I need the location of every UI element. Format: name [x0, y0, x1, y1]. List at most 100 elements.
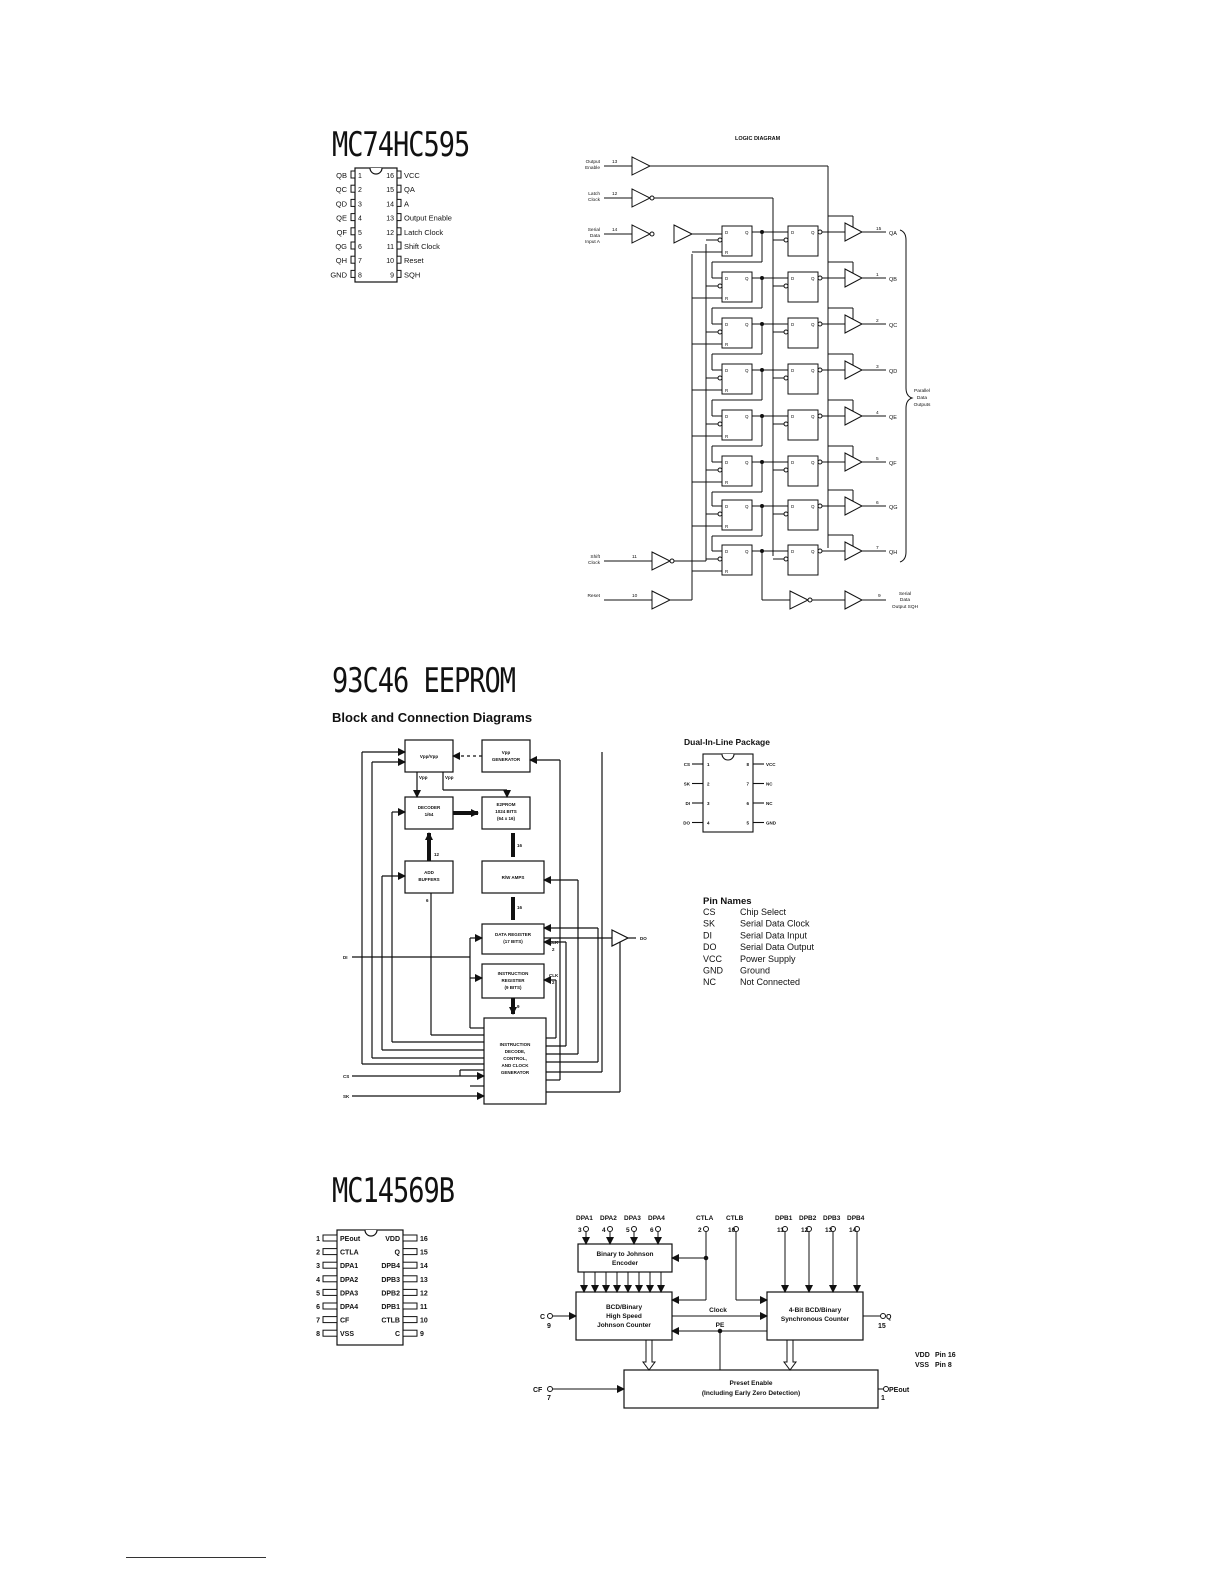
input-pin-number: 14	[612, 227, 618, 233]
bus-6-label: 6	[426, 898, 429, 903]
cs-signal-label: CS	[343, 1074, 349, 1079]
pin-number-label: 13	[386, 216, 394, 223]
pin-stub	[402, 1288, 418, 1296]
pin-name-abbrev: VCC	[703, 954, 723, 964]
top-input-name: DPA3	[624, 1215, 641, 1222]
pin-name-label: SQH	[404, 270, 420, 279]
output-pin-number: 15	[876, 226, 882, 232]
mc14569b-title: MC14569B	[332, 1172, 455, 1211]
bus-9-label: 9	[517, 1004, 520, 1009]
pin-name-label: DPB3	[381, 1277, 400, 1284]
q-bubble	[817, 367, 823, 373]
top-input-name: DPB4	[847, 1215, 865, 1222]
top-input-pin: 14	[849, 1227, 857, 1234]
pin-name-label: DPA3	[340, 1290, 358, 1297]
pin-number-label: 1	[316, 1236, 320, 1243]
pin-stub	[350, 198, 356, 207]
ff-d-label: D	[725, 230, 729, 235]
vpp-generator-block	[481, 739, 531, 773]
serial-out-label: Output SQH	[892, 604, 919, 610]
output-name-label: QG	[889, 505, 898, 511]
eeprom-label-1: E2PROM	[496, 802, 515, 807]
pin-stub	[396, 170, 402, 179]
pin-stub	[402, 1261, 418, 1269]
vpp-line-2-label: Vpp	[445, 775, 454, 780]
dip-pin-name: DO	[683, 821, 690, 826]
pin-stub	[396, 227, 402, 236]
clock-bubble	[717, 467, 723, 473]
dip-pin-number: 6	[746, 801, 749, 806]
ctrl-label-5: GENERATOR	[501, 1070, 530, 1075]
pin-name-abbrev: CS	[703, 907, 716, 917]
shift-register-ff	[721, 317, 753, 349]
pin-name-description: Serial Data Output	[740, 942, 815, 952]
pin-number-label: 14	[386, 201, 394, 208]
pin-stub	[350, 269, 356, 278]
ff-q-label: Q	[811, 414, 815, 419]
ff-q-label: Q	[745, 230, 749, 235]
ff-q-label: Q	[745, 276, 749, 281]
two-1-label: 2	[552, 947, 555, 952]
c-input-pin: 9	[547, 1323, 551, 1330]
ff-q-label: Q	[811, 230, 815, 235]
clock-bubble	[783, 375, 789, 381]
top-input-pin: 6	[650, 1227, 654, 1234]
output-name-label: QB	[889, 277, 897, 283]
clock-bubble	[717, 237, 723, 243]
input-terminal	[830, 1226, 836, 1232]
control-block	[483, 1017, 547, 1105]
dip-pin-name: VCC	[766, 762, 776, 767]
top-input-pin: 4	[602, 1227, 606, 1234]
top-input-pin: 10	[728, 1227, 736, 1234]
pin-number-label: 10	[386, 258, 394, 265]
output-pin-number: 1	[876, 272, 879, 278]
ff-d-label: D	[791, 414, 795, 419]
ff-q-label: Q	[811, 549, 815, 554]
storage-latch-ff	[787, 363, 819, 395]
top-input-name: DPA2	[600, 1215, 617, 1222]
preset-label-2: (Including Early Zero Detection)	[702, 1390, 800, 1397]
instr-reg-label-2: REGISTER	[501, 978, 525, 983]
top-input-pin: 2	[698, 1227, 702, 1234]
pin-name-abbrev: DO	[703, 942, 717, 952]
output-tristate-buffer	[844, 268, 864, 288]
outputs-brace	[899, 229, 914, 563]
output-name-label: QH	[889, 550, 897, 556]
eeprom-label-3: (64 x 16)	[497, 816, 516, 821]
pin-name-label: Reset	[404, 256, 425, 265]
pin-number-label: 16	[420, 1236, 428, 1243]
output-tristate-buffer	[844, 222, 864, 242]
serial-out-buffer	[844, 590, 864, 610]
pin-stub	[350, 170, 356, 179]
output-pin-number: 6	[876, 500, 879, 506]
pin-name-label: Shift Clock	[404, 242, 440, 251]
inverter-bubble	[649, 195, 655, 201]
pin-stub	[396, 269, 402, 278]
pin-name-label: DPB1	[381, 1304, 400, 1311]
peout-label: PEout	[889, 1387, 910, 1394]
clock-bubble	[783, 511, 789, 517]
inverter-bubble	[807, 597, 813, 603]
dip-pin-number: 3	[707, 801, 710, 806]
shift-register-ff	[721, 409, 753, 441]
pin-name-label: A	[404, 199, 409, 208]
clock-bubble	[717, 556, 723, 562]
latch-clock-buffer	[631, 188, 652, 208]
input-label: Clock	[588, 560, 601, 566]
pin-stub	[402, 1329, 418, 1337]
pin-stub	[322, 1288, 338, 1296]
clk-1-label: CLK	[549, 940, 559, 945]
pin-stub	[322, 1275, 338, 1283]
pin-stub	[402, 1234, 418, 1242]
ff-d-label: D	[725, 460, 729, 465]
ff-q-label: Q	[745, 414, 749, 419]
pin-name-label: QF	[337, 228, 348, 237]
ff-q-label: Q	[811, 276, 815, 281]
ff-q-label: Q	[811, 460, 815, 465]
pin-number-label: 15	[420, 1250, 428, 1257]
shift-register-ff	[721, 455, 753, 487]
ctrl-label-4: AND CLOCK	[502, 1063, 530, 1068]
pin-name-abbrev: SK	[703, 919, 715, 929]
rw-label: R/W AMPS	[502, 875, 525, 880]
